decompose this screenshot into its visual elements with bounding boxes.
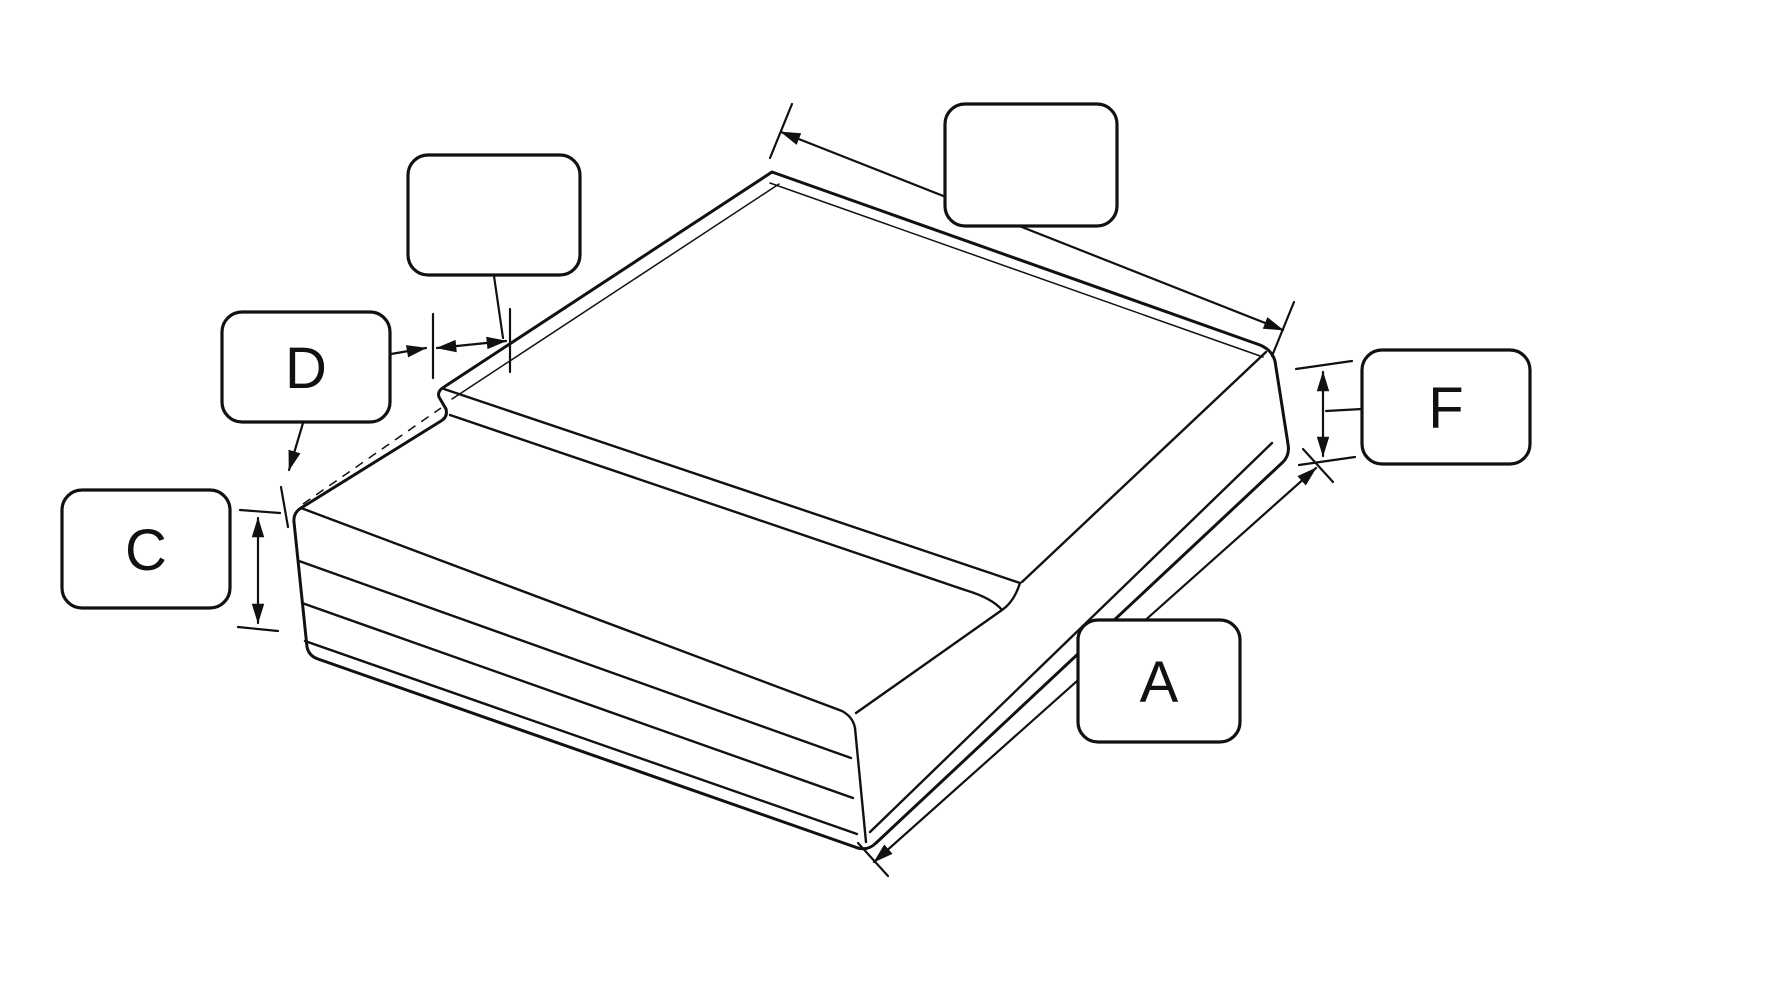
dim-a-tick-bottom bbox=[856, 841, 890, 878]
callout-f-box bbox=[1360, 348, 1532, 466]
callout-c-box bbox=[60, 488, 232, 610]
callout-a-box bbox=[1076, 618, 1242, 744]
enclosure-silhouette bbox=[292, 170, 1290, 851]
callout-top-width bbox=[943, 102, 1119, 228]
dim-c bbox=[236, 508, 282, 633]
callout-a-label: A bbox=[1140, 650, 1179, 715]
callout-a: A bbox=[1076, 618, 1242, 744]
front-face-seam-2 bbox=[300, 601, 855, 800]
hidden-edge-left bbox=[302, 407, 442, 505]
dim-step-width-leader bbox=[492, 274, 505, 340]
callout-f: F bbox=[1360, 348, 1532, 466]
callout-f-leader bbox=[1324, 407, 1364, 413]
dim-c-tick-bottom bbox=[236, 625, 280, 633]
top-face-fillet-left bbox=[451, 183, 780, 400]
dim-f-tick-bottom bbox=[1297, 455, 1357, 467]
callout-d-label: D bbox=[285, 336, 327, 401]
lower-face-right-edge bbox=[854, 608, 1004, 715]
callout-d-tick bbox=[279, 485, 290, 529]
front-face-right-edge bbox=[853, 726, 868, 844]
callout-step-width bbox=[406, 153, 582, 277]
callout-d-leader-upper bbox=[389, 345, 428, 358]
callout-step-width-box bbox=[406, 153, 582, 277]
callout-d-box bbox=[220, 310, 392, 424]
dim-top-width-line bbox=[779, 130, 1285, 332]
callout-c: C bbox=[60, 488, 232, 610]
dim-step-width-line bbox=[435, 336, 508, 353]
callout-f-label: F bbox=[1428, 376, 1463, 441]
callout-d-leaders bbox=[279, 345, 428, 529]
callout-c-label: C bbox=[125, 518, 167, 583]
callout-d-leader-lower bbox=[287, 421, 305, 472]
dim-step-width bbox=[431, 274, 512, 380]
ridge-top-line bbox=[442, 387, 1022, 585]
dim-f-tick-top bbox=[1294, 359, 1354, 371]
ridge-end-curve bbox=[1000, 581, 1022, 612]
front-face-top-edge bbox=[299, 506, 857, 730]
callout-top-width-box bbox=[943, 102, 1119, 228]
top-face-right-edge bbox=[1020, 350, 1268, 584]
front-face-seam-1 bbox=[297, 559, 853, 760]
ridge-bottom-line bbox=[448, 413, 1004, 612]
dim-f bbox=[1294, 359, 1364, 467]
callout-d: D bbox=[220, 310, 392, 424]
dim-top-width bbox=[768, 102, 1296, 358]
front-face-seam-3 bbox=[303, 639, 859, 836]
dim-c-tick-top bbox=[238, 508, 282, 515]
dim-a-tick-top bbox=[1301, 447, 1335, 484]
